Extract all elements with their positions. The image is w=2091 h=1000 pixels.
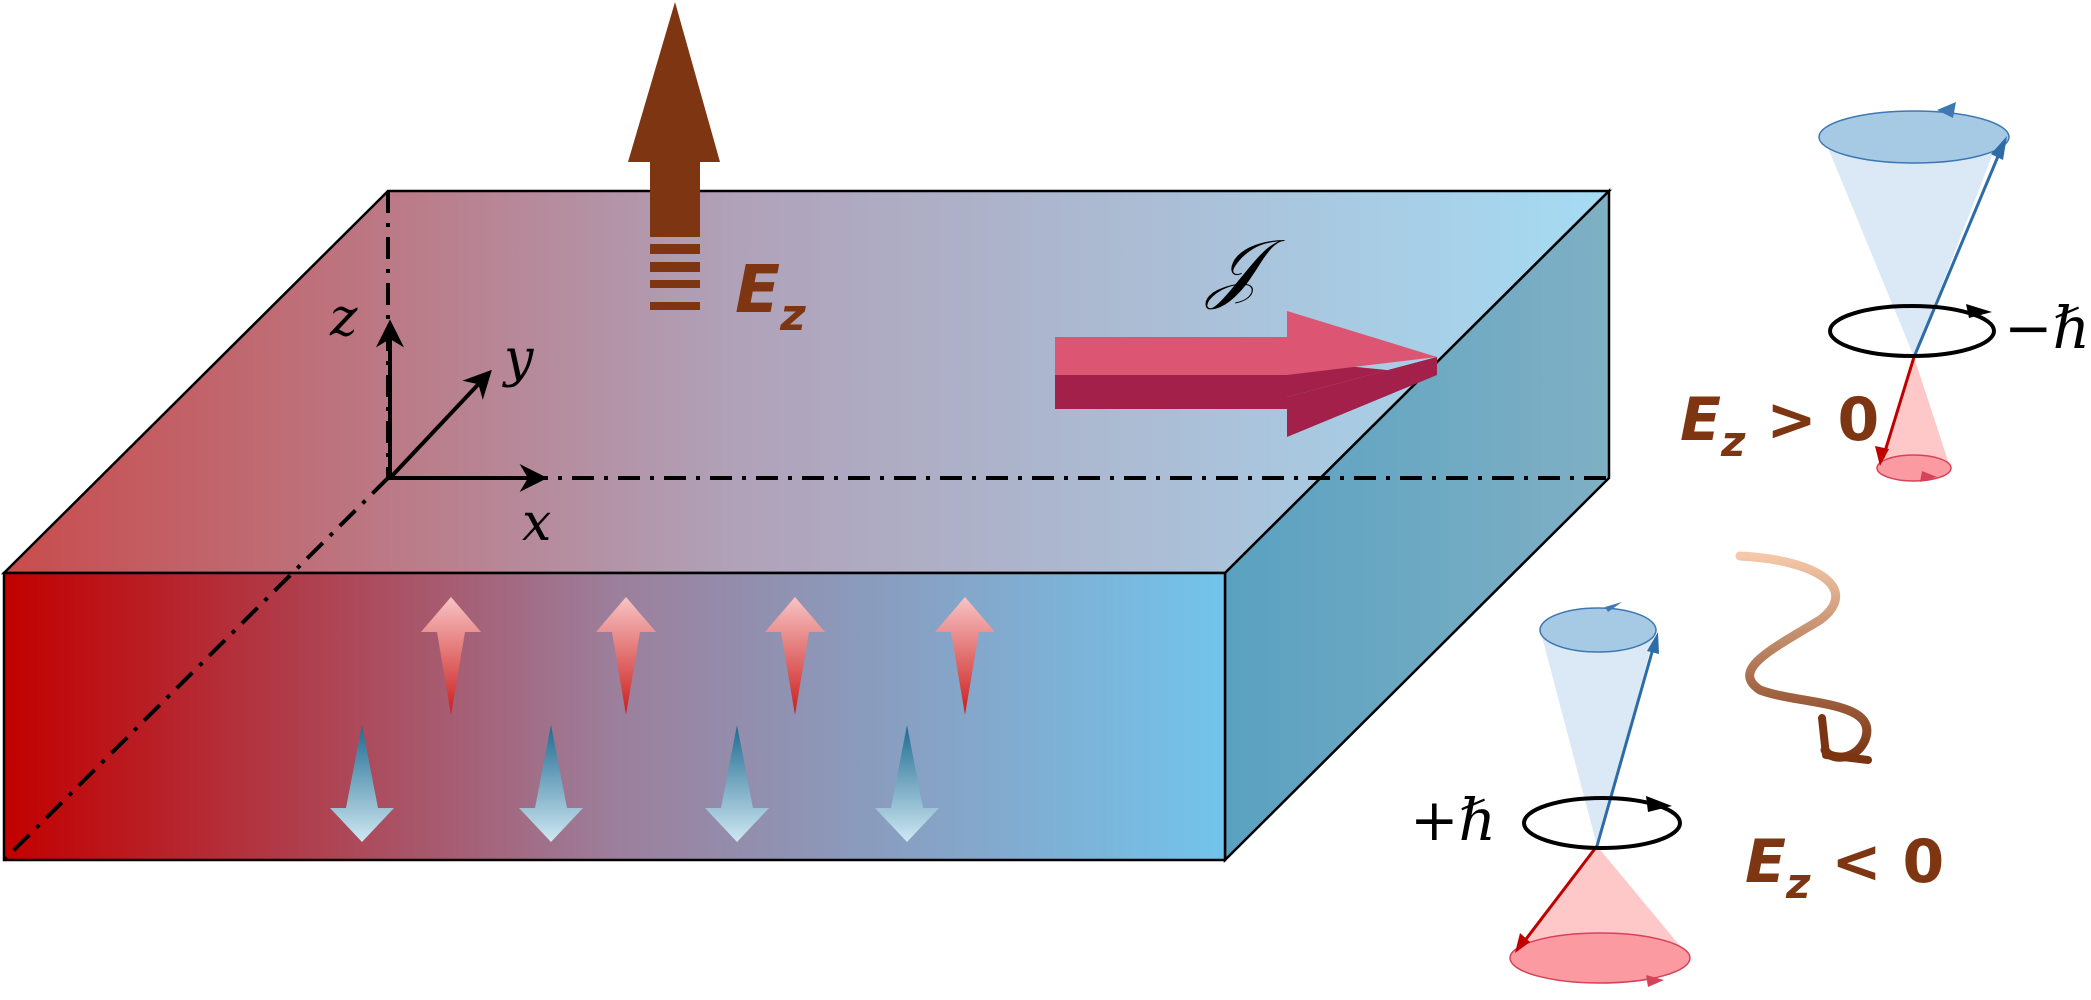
axis-y-label: y xyxy=(502,329,534,389)
spin-down-arrow xyxy=(330,725,394,842)
condition-negative: Ez < 0 xyxy=(1745,827,1944,908)
field-label: Ez xyxy=(735,251,806,341)
spin-up-arrow xyxy=(596,597,656,715)
spin-cone-negative: −ℏ xyxy=(1818,102,2090,482)
spin-down-arrow xyxy=(705,725,769,842)
spin-up-arrow xyxy=(421,597,481,715)
axis-x-label: x xyxy=(522,493,551,553)
axis-z-label: z xyxy=(329,288,358,348)
coordinate-axes xyxy=(376,319,548,492)
spin-down-arrow xyxy=(875,725,939,842)
spin-up-arrow xyxy=(935,597,995,715)
cone-negative-spin-label: −ℏ xyxy=(2004,294,2090,362)
spin-up-arrows xyxy=(421,597,995,715)
electric-field-arrow xyxy=(628,2,720,310)
axis-y-arrow xyxy=(388,369,492,480)
condition-positive: Ez > 0 xyxy=(1680,385,1879,466)
current-arrow xyxy=(1055,311,1437,437)
precession-squiggle xyxy=(1735,551,1872,764)
spin-down-arrow xyxy=(519,725,583,842)
cone-positive-spin-label: +ℏ xyxy=(1410,786,1496,854)
spin-up-arrow xyxy=(765,597,825,715)
spin-down-arrows xyxy=(330,725,939,842)
spin-cone-positive: +ℏ xyxy=(1410,602,1691,987)
material-slab xyxy=(0,187,1613,864)
